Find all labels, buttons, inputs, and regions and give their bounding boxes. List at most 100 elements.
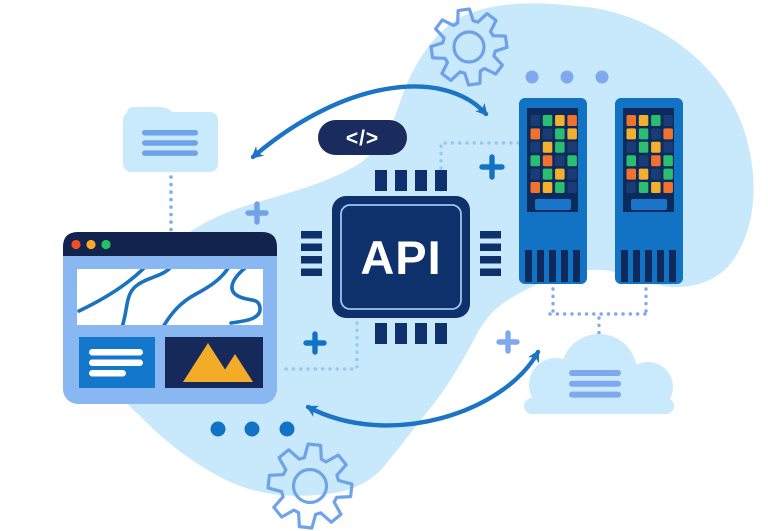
server-led: [651, 168, 661, 180]
dot: [244, 421, 260, 437]
server-led: [651, 115, 661, 126]
dot: [210, 421, 226, 437]
plus-icon: [479, 154, 505, 180]
dot: [279, 421, 295, 437]
gear-top-teeth: [429, 7, 509, 87]
code-badge-pill: [318, 120, 407, 155]
dot-trio-bottom: [210, 421, 295, 437]
server-led: [555, 141, 565, 153]
server-led-grid: [626, 115, 673, 193]
server-led: [567, 182, 577, 193]
server-led: [663, 182, 673, 193]
server-led: [530, 115, 540, 126]
plus-icon: [303, 331, 327, 355]
cloud-icon: [524, 334, 674, 414]
server-led: [638, 141, 649, 153]
server-led: [567, 141, 577, 153]
server-led: [530, 128, 540, 140]
server-led: [663, 168, 673, 180]
server-led: [542, 155, 553, 167]
dot: [560, 70, 574, 84]
browser-window: [63, 232, 277, 404]
server-led: [530, 141, 540, 153]
server-led: [638, 182, 649, 193]
server-slot: [631, 199, 667, 210]
server-led: [626, 141, 636, 153]
traffic-light-green: [101, 239, 111, 250]
folder-icon: [123, 107, 218, 172]
server-led: [542, 182, 553, 193]
server-led: [651, 141, 661, 153]
traffic-light-yellow: [86, 239, 96, 250]
server-led: [530, 182, 540, 193]
browser-titlebar: [63, 232, 277, 256]
server-led: [651, 182, 661, 193]
code-badge: </>: [318, 120, 407, 155]
server-led: [542, 128, 553, 140]
server-rack-right: [615, 98, 683, 284]
server-vents: [525, 250, 580, 282]
server-led: [555, 155, 565, 167]
server-led: [567, 168, 577, 180]
server-slot: [535, 199, 571, 210]
browser-image-card: [165, 337, 263, 388]
server-led: [638, 115, 649, 126]
connector-servers-cloud: [548, 287, 651, 343]
server-led: [638, 168, 649, 180]
server-led: [626, 128, 636, 140]
mountains-icon: [183, 343, 253, 382]
server-led: [651, 155, 661, 167]
server-led: [567, 115, 577, 126]
server-led: [626, 115, 636, 126]
server-led: [542, 168, 553, 180]
plus-icon: [245, 201, 269, 225]
exchange-arrow-top: [250, 84, 489, 160]
folder-lines: [142, 130, 198, 156]
exchange-arrows: [250, 84, 541, 428]
server-led: [555, 115, 565, 126]
server-led: [530, 168, 540, 180]
server-led: [530, 155, 540, 167]
gear-top-icon: [429, 7, 509, 87]
traffic-light-red: [71, 239, 81, 250]
server-led: [663, 115, 673, 126]
exchange-arrow-bottom: [305, 349, 541, 428]
server-led: [638, 128, 649, 140]
server-led: [663, 141, 673, 153]
gear-bottom-icon: [266, 442, 354, 530]
server-led: [555, 168, 565, 180]
api-chip: API: [301, 170, 501, 344]
server-led: [567, 155, 577, 167]
server-led: [555, 182, 565, 193]
chip-inner-border: [340, 204, 462, 310]
plus-signs: [245, 154, 520, 355]
server-rack-left: [519, 98, 587, 284]
server-led: [626, 168, 636, 180]
gear-bottom-hole: [291, 467, 329, 505]
gear-top-hole: [452, 30, 486, 64]
chip-body: [332, 196, 470, 318]
server-led: [542, 115, 553, 126]
gear-bottom-teeth: [266, 442, 354, 530]
dot: [525, 70, 539, 84]
cloud-lines: [569, 370, 621, 398]
server-led: [626, 182, 636, 193]
server-led: [567, 128, 577, 140]
server-led: [663, 155, 673, 167]
dot-trio-top: [525, 70, 609, 84]
server-led: [542, 141, 553, 153]
traffic-lights: [71, 239, 111, 250]
dot: [595, 70, 609, 84]
chip-label: API: [360, 231, 441, 284]
connector-chip-browser: [277, 321, 359, 371]
map-squiggles: [77, 269, 262, 325]
server-led: [626, 155, 636, 167]
server-led: [555, 128, 565, 140]
browser-text-card: [79, 337, 155, 388]
server-led: [638, 155, 649, 167]
plus-icon: [496, 330, 520, 354]
server-led: [663, 128, 673, 140]
server-led-grid: [530, 115, 577, 193]
